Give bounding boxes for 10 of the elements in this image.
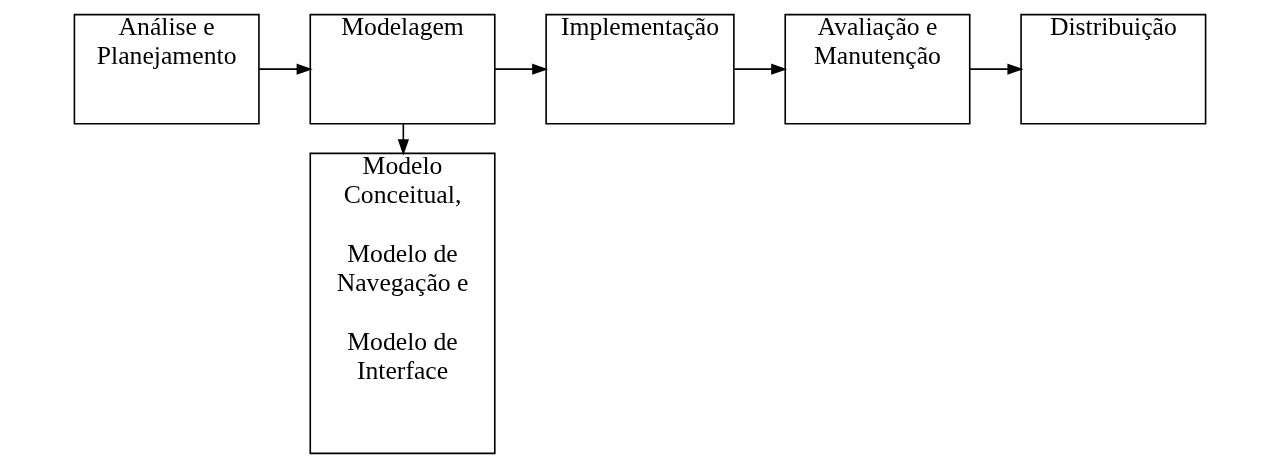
node-box: Análise e Planejamento <box>73 13 260 125</box>
node-box: Distribuição <box>1019 13 1206 125</box>
arrow <box>968 63 1023 75</box>
arrow <box>257 63 313 75</box>
node-box: Implementação <box>544 13 735 125</box>
node-box: Modelo Conceitual, Modelo de Navegação e Modelo de Interface <box>308 152 496 455</box>
arrow <box>493 63 548 75</box>
node-box: Modelagem <box>308 13 496 125</box>
node-box: Avaliação e Manutenção <box>783 13 970 125</box>
arrow <box>733 63 787 75</box>
